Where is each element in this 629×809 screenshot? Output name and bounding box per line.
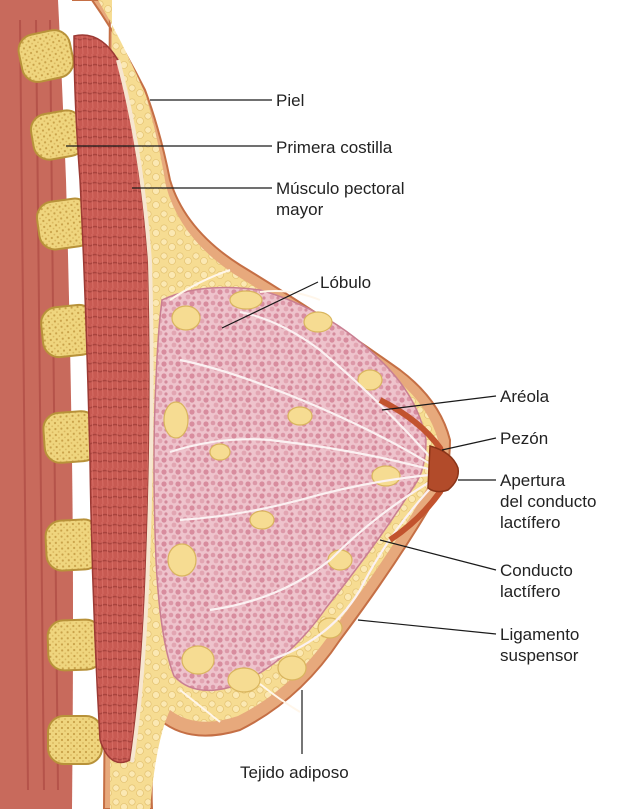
fat-lobule <box>164 402 188 438</box>
label-line: mayor <box>276 199 405 220</box>
label-areola: Aréola <box>500 386 549 407</box>
label-primera-costilla: Primera costilla <box>276 137 392 158</box>
label-line: Ligamento <box>500 624 579 645</box>
label-line: Músculo pectoral <box>276 178 405 199</box>
label-line: lactífero <box>500 512 596 533</box>
fat-lobule <box>172 306 200 330</box>
label-piel: Piel <box>276 90 304 111</box>
label-tejido-adiposo: Tejido adiposo <box>240 762 349 783</box>
label-line: suspensor <box>500 645 579 666</box>
label-apertura-conducto: Apertura del conducto lactífero <box>500 470 596 533</box>
fat-lobule <box>328 550 352 570</box>
fat-lobule <box>230 291 262 309</box>
fat-lobule <box>168 544 196 576</box>
leader-ligamento <box>358 620 496 634</box>
nipple <box>428 446 458 492</box>
label-line: Apertura <box>500 470 596 491</box>
label-lobulo: Lóbulo <box>320 272 371 293</box>
fat-lobule <box>210 444 230 460</box>
rib <box>48 716 102 764</box>
fat-lobule <box>318 618 342 638</box>
fat-lobule <box>304 312 332 332</box>
label-line: del conducto <box>500 491 596 512</box>
glandular-tissue <box>154 288 426 691</box>
fat-lobule <box>288 407 312 425</box>
label-musculo-pectoral-mayor: Músculo pectoral mayor <box>276 178 405 220</box>
label-pezon: Pezón <box>500 428 548 449</box>
fat-lobule <box>278 656 306 680</box>
label-conducto-lactifero: Conducto lactífero <box>500 560 573 602</box>
fat-lobule <box>228 668 260 692</box>
label-line: lactífero <box>500 581 573 602</box>
fat-lobule <box>182 646 214 674</box>
label-ligamento-suspensor: Ligamento suspensor <box>500 624 579 666</box>
label-line: Conducto <box>500 560 573 581</box>
fat-lobule <box>250 511 274 529</box>
